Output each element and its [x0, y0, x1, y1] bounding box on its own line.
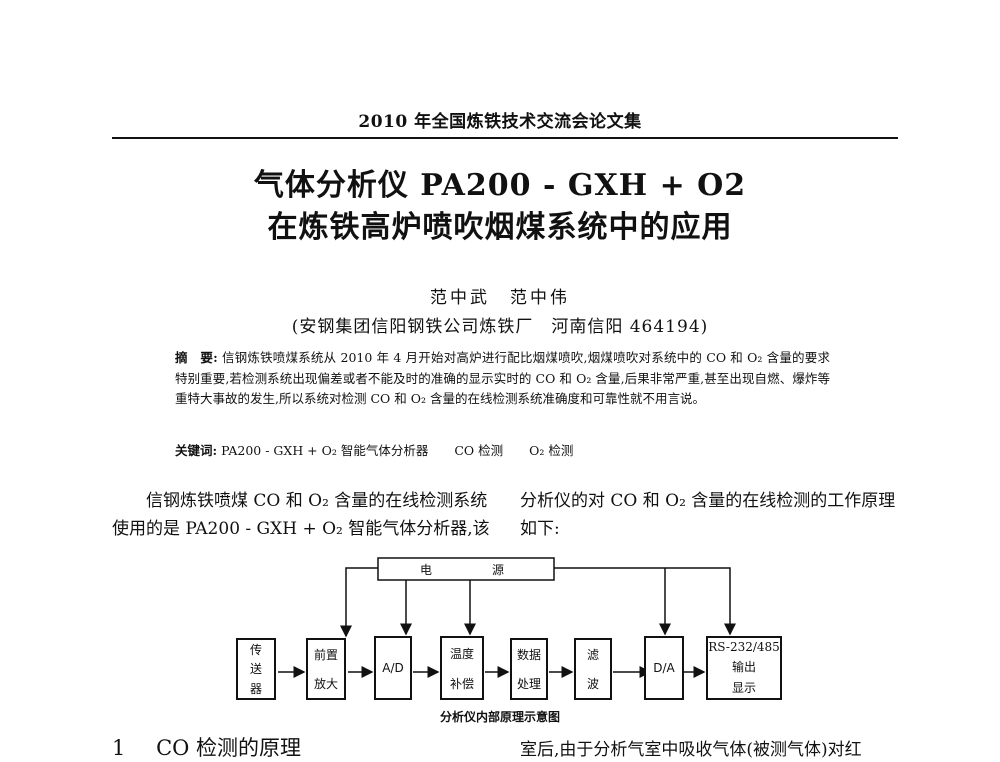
keywords: 关键词: PA200 - GXH + O₂ 智能气体分析器 CO 检测 O₂ 检…	[175, 440, 595, 459]
body-column-right: 分析仪的对 CO 和 O₂ 含量的在线检测的工作原理如下:	[520, 491, 896, 539]
block-filter: 滤波	[574, 638, 612, 700]
diagram-connectors	[278, 557, 736, 678]
power-label-left: 电	[420, 563, 433, 577]
abstract-label: 摘 要:	[175, 350, 218, 365]
section-number: 1	[112, 736, 126, 760]
power-label-right: 源	[492, 563, 505, 577]
block-temp-compensation: 温度补偿	[440, 636, 484, 700]
block-diagram: 电 源 传送器 前置放大 A/D 温度补偿 数据处理 滤波 D/A RS-232…	[230, 556, 790, 706]
keywords-label: 关键词:	[175, 443, 218, 458]
paper-title-line2: 在炼铁高炉喷吹烟煤系统中的应用	[267, 210, 733, 245]
paper-title-line1: 气体分析仪 PA200 - GXH + O2	[253, 168, 747, 203]
block-data-processing: 数据处理	[510, 638, 548, 700]
section-heading: 1 CO 检测的原理	[112, 732, 301, 762]
abstract-text: 信钢炼铁喷煤系统从 2010 年 4 月开始对高炉进行配比烟煤喷吹,烟煤喷吹对系…	[175, 350, 830, 406]
abstract: 摘 要: 信钢炼铁喷煤系统从 2010 年 4 月开始对高炉进行配比烟煤喷吹,烟…	[175, 348, 830, 410]
keyword: CO 检测	[454, 443, 504, 458]
keyword: O₂ 检测	[529, 443, 574, 458]
block-da: D/A	[644, 636, 684, 700]
keyword: PA200 - GXH + O₂ 智能气体分析器	[221, 443, 429, 458]
body-column-left: 信钢炼铁喷煤 CO 和 O₂ 含量的在线检测系统使用的是 PA200 - GXH…	[112, 491, 490, 539]
affiliation: (安钢集团信阳钢铁公司炼铁厂 河南信阳 464194)	[291, 317, 709, 337]
figure-caption: 分析仪内部原理示意图	[439, 710, 560, 724]
block-preamp: 前置放大	[306, 638, 346, 700]
running-header: 2010 年全国炼铁技术交流会论文集	[358, 112, 642, 132]
header-rule	[112, 137, 898, 139]
section-title: CO 检测的原理	[156, 736, 302, 760]
authors: 范中武 范中伟	[430, 288, 570, 308]
body-column-right-continued: 室后,由于分析气室中吸收气体(被测气体)对红	[520, 740, 862, 760]
block-ad: A/D	[374, 636, 412, 700]
block-transmitter: 传送器	[236, 638, 276, 700]
